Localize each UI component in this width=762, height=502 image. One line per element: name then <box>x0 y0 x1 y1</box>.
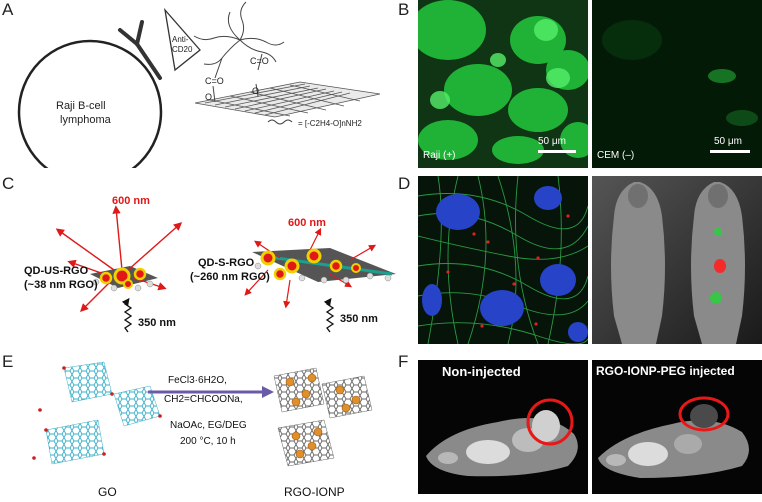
raji-scale-label: 50 μm <box>538 136 566 147</box>
antibody-label-line2: CD20 <box>172 45 193 54</box>
right-emission-label: 600 nm <box>288 217 326 229</box>
go-label: GO <box>98 485 117 499</box>
oxygen-label-1: O <box>205 92 212 102</box>
mouse-imaging-image <box>592 176 762 344</box>
anti-cd20-triangle <box>163 7 201 72</box>
nucleus <box>436 194 480 230</box>
quantum-dot <box>113 267 131 285</box>
left-excitation-label: 350 nm <box>138 317 176 329</box>
qd-s-rgo-sheet <box>244 227 396 333</box>
antibody-icon <box>118 20 162 80</box>
peg-chains <box>193 1 285 65</box>
right-excitation-label: 350 nm <box>340 313 378 325</box>
right-name-line2: (~260 nm RGO) <box>190 271 270 283</box>
peg-legend: = [-C2H4-O]nNH2 <box>298 119 362 128</box>
raji-fluorescence-image: Raji (+) 50 μm <box>418 0 588 168</box>
panel-a-letter: A <box>2 0 14 19</box>
mri-non-injected: Non-injected <box>418 360 588 494</box>
reagent-line1: FeCl3·6H2O, <box>168 375 227 386</box>
rgo-ionp-label: RGO-IONP <box>284 485 345 499</box>
injected-title: RGO-IONP-PEG injected <box>596 364 735 378</box>
raji-cell <box>17 39 163 168</box>
cem-caption: CEM (–) <box>597 150 635 161</box>
carbonyl-label-2: C=O <box>250 56 269 66</box>
mouse-left <box>611 182 665 344</box>
cell-label-line1: Raji B-cell <box>56 100 106 112</box>
left-emission-label: 600 nm <box>112 195 150 207</box>
cell-label-line2: lymphoma <box>60 114 112 126</box>
mri-injected: RGO-IONP-PEG injected <box>592 360 762 494</box>
left-name-line1: QD-US-RGO <box>24 265 89 277</box>
panel-f-letter: F <box>398 352 409 371</box>
panel-e-letter: E <box>2 352 14 371</box>
cem-fluorescence-image: CEM (–) 50 μm <box>592 0 762 168</box>
graphene-sheet <box>194 81 381 118</box>
antibody-label-line1: Anti- <box>172 35 189 44</box>
panel-b-letter: B <box>398 0 410 19</box>
raji-caption: Raji (+) <box>423 150 456 161</box>
panel-d-letter: D <box>398 174 411 193</box>
panel-c-letter: C <box>2 174 15 193</box>
panel-c-schematic: 600 nm QD-US-RGO (~38 nm RGO) 350 nm 600… <box>24 195 396 333</box>
non-injected-title: Non-injected <box>442 364 521 379</box>
iron-oxide-particle <box>285 377 295 387</box>
panel-e-schematic: FeCl3·6H2O, CH2=CHCOONa, NaOAc, EG/DEG 2… <box>32 361 373 499</box>
reagent-line4: 200 °C, 10 h <box>180 436 236 447</box>
highlight-ring <box>526 398 574 446</box>
qd-us-rgo-sheet <box>55 205 183 333</box>
highlight-ring <box>678 396 730 432</box>
right-name-line1: QD-S-RGO <box>198 257 255 269</box>
cell-confocal-image <box>418 176 588 344</box>
quantum-dot <box>260 250 276 266</box>
carbonyl-label-1: C=O <box>205 76 224 86</box>
reagent-line2: CH2=CHCOONa, <box>164 394 243 405</box>
oxygen-label-2: O <box>252 86 259 96</box>
rgo-ionp-sheets <box>273 367 373 467</box>
go-sheets <box>32 361 162 465</box>
left-name-line2: (~38 nm RGO) <box>24 279 98 291</box>
reagent-line3: NaOAc, EG/DEG <box>170 420 247 431</box>
cem-scale-label: 50 μm <box>714 136 742 147</box>
panel-a-schematic: Raji B-cell lymphoma Anti- CD20 C=O C=O … <box>17 1 381 168</box>
